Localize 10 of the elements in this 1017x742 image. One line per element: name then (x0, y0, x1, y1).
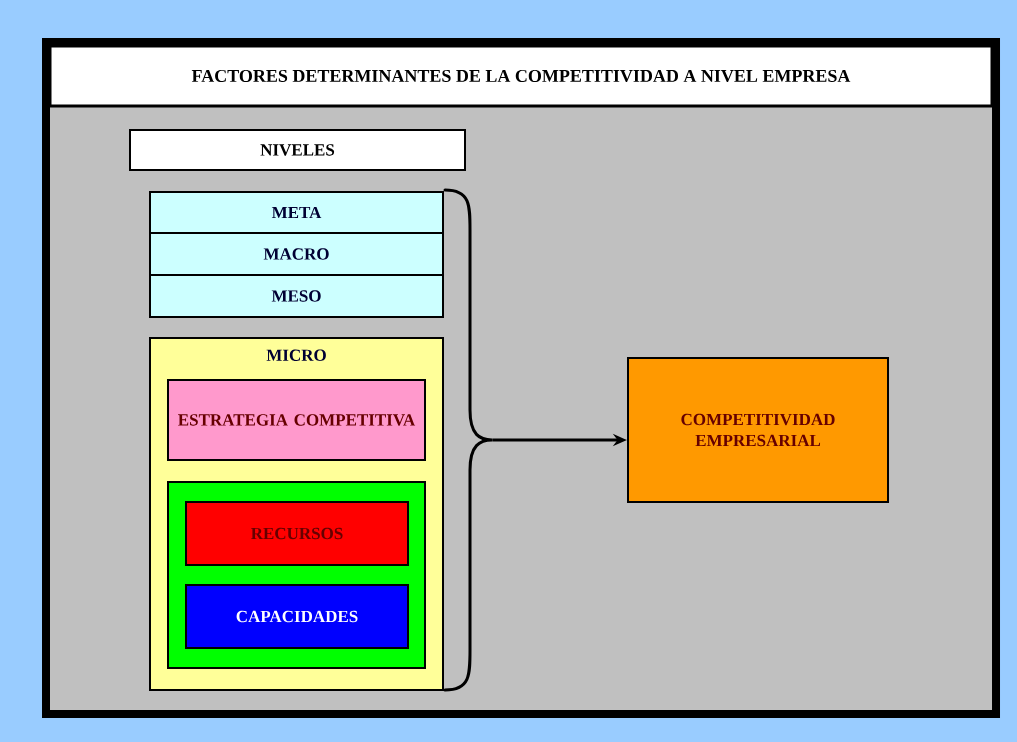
brace (443, 188, 494, 692)
result-box: COMPETITIVIDAD EMPRESARIAL (627, 357, 889, 503)
level-box: META (149, 191, 444, 234)
resource-box: RECURSOS (185, 501, 409, 566)
level-box: MACRO (149, 232, 444, 276)
level-box: MESO (149, 274, 444, 318)
heading-box: NIVELES (129, 129, 466, 171)
strategy-box: ESTRATEGIA COMPETITIVA (167, 379, 426, 461)
capability-box: CAPACIDADES (185, 584, 409, 649)
title-band: FACTORES DETERMINANTES DE LA COMPETITIVIDAD A NIVEL EMPRESA (48, 44, 994, 108)
